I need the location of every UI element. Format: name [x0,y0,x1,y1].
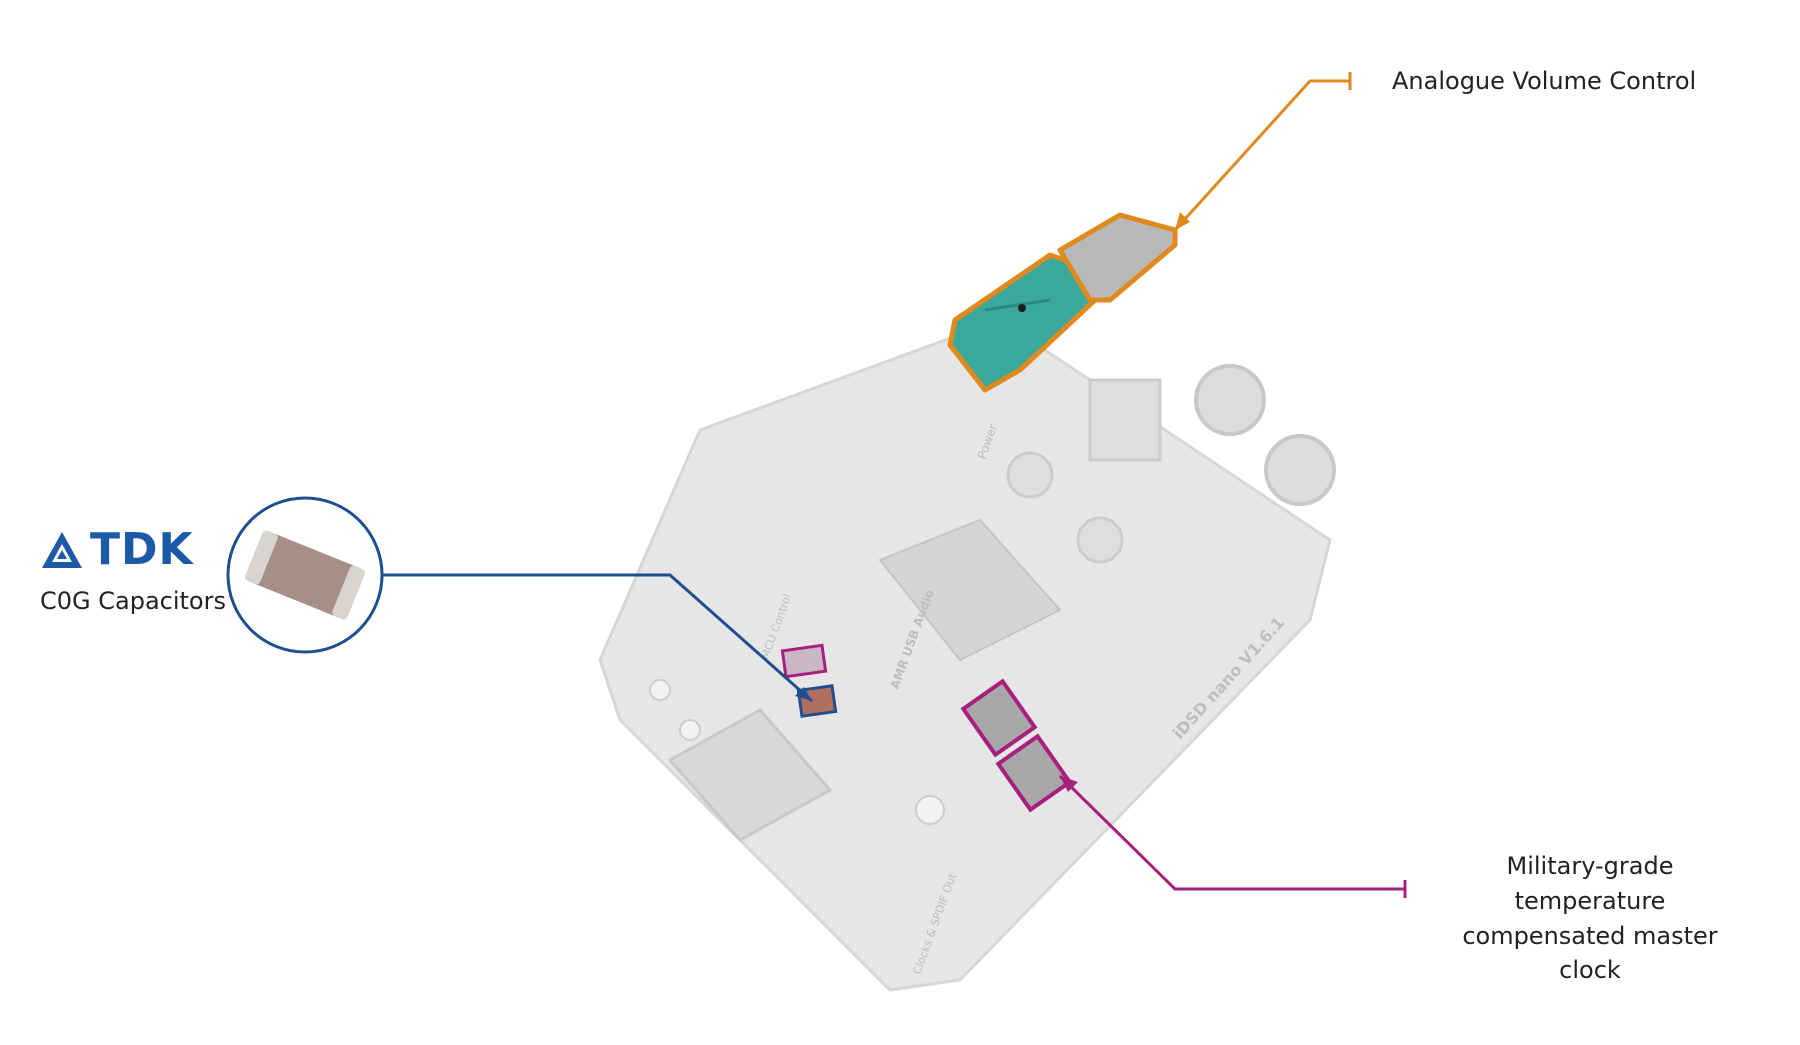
mounting-hole [679,719,701,741]
tdk-brand-text: TDK [90,524,194,575]
clock-label-line-2: compensated master clock [1462,921,1718,985]
usb-connector [667,708,833,842]
volume-arrowhead [1175,212,1190,230]
tdk-logo: TDK [40,528,194,572]
clock-leader-line [1058,774,1405,891]
capacitor-zoom-image [245,530,365,620]
master-clock-2 [995,733,1073,813]
master-clock-1 [960,678,1038,758]
electrolytic-cap-1 [1006,451,1054,499]
volume-potentiometer [947,212,1178,393]
capacitor-arrowhead [795,687,812,701]
headphone-jack [1088,378,1162,462]
clock-callout-label: Military-grade temperature compensated m… [1430,849,1750,988]
pcb-board [598,318,1336,992]
main-chip [878,518,1062,662]
clock-arrowhead [1060,776,1078,792]
volume-callout-label: Analogue Volume Control [1392,67,1697,95]
mounting-hole [915,795,945,825]
electrolytic-cap-2 [1076,516,1124,564]
capacitor-highlight [796,684,838,718]
capacitor-leader-line [382,573,813,703]
clock-label-line-1: Military-grade temperature [1506,852,1674,915]
capacitor-callout-label: C0G Capacitors [40,587,226,615]
rca-jack-bottom [1264,434,1336,506]
rca-jack-top [1194,364,1266,436]
mounting-hole [649,679,671,701]
volume-leader-line [1173,79,1350,232]
mcu-highlight [780,643,828,679]
tdk-triangle-icon [42,532,82,568]
